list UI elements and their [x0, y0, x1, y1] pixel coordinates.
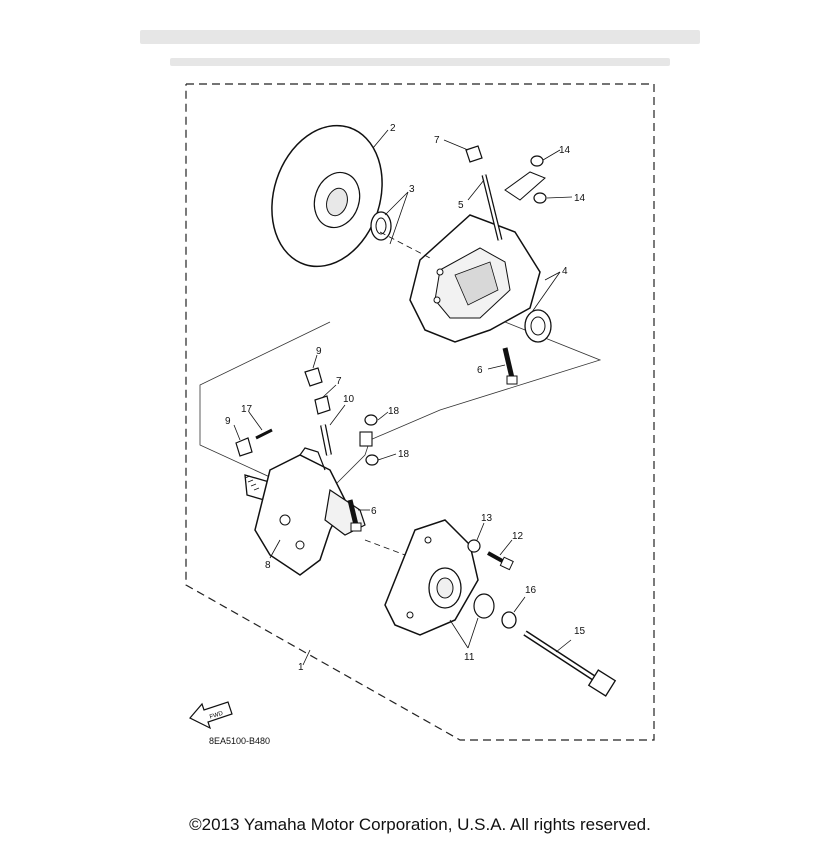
- pin-17: [255, 428, 273, 440]
- callout-14-lower: 14: [574, 193, 586, 204]
- bolt-lower: [347, 499, 362, 532]
- washer-13: [467, 539, 481, 553]
- callout-12: 12: [512, 531, 524, 542]
- subassembly-outline: [199, 319, 602, 501]
- bolt-upper: [502, 347, 518, 385]
- faint-header: [140, 30, 700, 66]
- leader-lines: [233, 129, 573, 666]
- bolt-15: [523, 630, 617, 697]
- diagram-code: 8EA5100-B480: [209, 736, 270, 746]
- center-line: [364, 539, 406, 556]
- ring-upper: [364, 414, 378, 426]
- bracket-part: [504, 171, 546, 201]
- callout-2: 2: [390, 123, 396, 134]
- washer-16: [501, 611, 517, 629]
- cover-plate: [384, 519, 495, 636]
- callout-8: 8: [265, 560, 271, 571]
- callout-7-lower: 7: [336, 376, 342, 387]
- callout-18-lower: 18: [398, 449, 410, 460]
- callout-11: 11: [464, 652, 475, 663]
- callout-7-upper: 7: [434, 135, 440, 146]
- sheave-disk: [271, 124, 383, 268]
- fwd-arrow-icon: FWD: [189, 701, 233, 730]
- callout-18-upper: 18: [388, 406, 400, 417]
- spider-shaft: [244, 447, 366, 576]
- copyright-footer: ©2013 Yamaha Motor Corporation, U.S.A. A…: [189, 815, 651, 834]
- ring-lower: [365, 454, 379, 466]
- callout-5: 5: [458, 200, 464, 211]
- callout-6-upper: 6: [477, 365, 483, 376]
- washer-upper: [530, 155, 544, 167]
- callout-17: 17: [241, 404, 253, 415]
- washer-lower: [533, 192, 547, 204]
- screw-12: [487, 551, 514, 571]
- callout-6-lower: 6: [371, 506, 377, 517]
- callout-3: 3: [409, 184, 415, 195]
- spider-housing: [409, 214, 552, 343]
- nut-lower: [314, 395, 331, 415]
- callout-15: 15: [574, 626, 586, 637]
- callout-4: 4: [562, 266, 568, 277]
- callout-1: 1: [298, 662, 304, 673]
- callout-13: 13: [481, 513, 493, 524]
- assembly-outline: [185, 83, 655, 741]
- block-upper: [304, 367, 323, 387]
- block-lower: [235, 437, 253, 457]
- bushing-part: [370, 211, 392, 241]
- callout-10: 10: [343, 394, 355, 405]
- callout-9-lower: 9: [225, 416, 231, 427]
- callout-labels: 1 2 3 4 5 6 6 7 7 8 9 9 10 11 12 13 14 1…: [225, 123, 586, 673]
- callout-16: 16: [525, 585, 537, 596]
- roller-part: [359, 431, 373, 447]
- callout-9-upper: 9: [316, 346, 322, 357]
- nut-upper: [465, 145, 483, 163]
- fwd-label: FWD: [209, 710, 224, 720]
- callout-14-upper: 14: [559, 145, 571, 156]
